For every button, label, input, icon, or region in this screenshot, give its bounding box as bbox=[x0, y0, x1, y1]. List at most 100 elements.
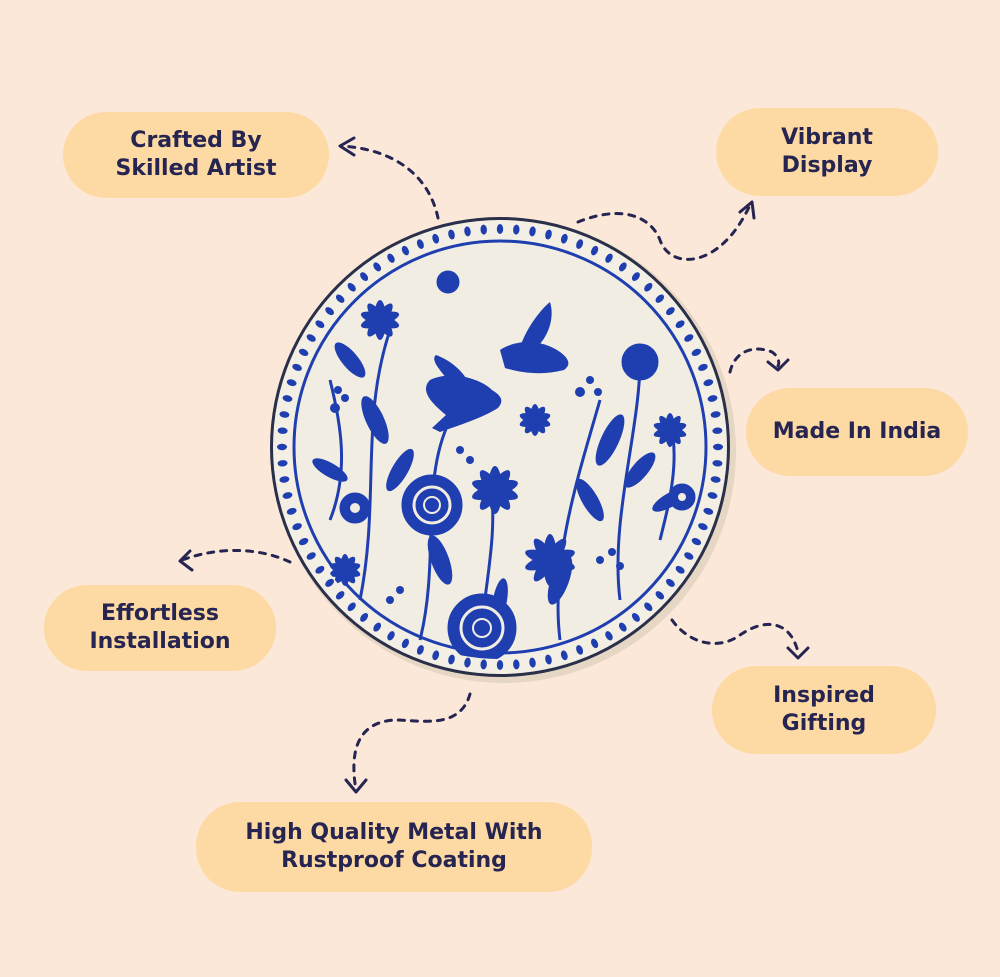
plate-border-dot bbox=[282, 492, 293, 499]
plate-border-dot bbox=[712, 460, 723, 467]
plate-border-dot bbox=[545, 654, 552, 665]
plate-border-dot bbox=[529, 657, 536, 668]
plate-border-dot bbox=[655, 294, 665, 303]
plate-dot-border bbox=[277, 224, 723, 670]
plate-border-dot bbox=[691, 537, 702, 546]
arrow-india-path bbox=[728, 347, 781, 374]
plate-border-dot bbox=[432, 650, 440, 661]
plate-border-dot bbox=[545, 229, 552, 240]
feature-label-line: Rustproof Coating bbox=[281, 848, 507, 873]
feature-inspired-gifting: Inspired Gifting bbox=[712, 666, 936, 754]
feature-label-line: Vibrant bbox=[781, 125, 873, 150]
feature-crafted-by-skilled-artist: Crafted By Skilled Artist bbox=[63, 112, 329, 198]
plate-border-dot bbox=[448, 229, 455, 240]
plate-border-dot bbox=[605, 631, 613, 641]
plate-border-dot bbox=[703, 507, 714, 515]
plate-border-dot bbox=[576, 645, 584, 655]
plate-border-dot bbox=[416, 239, 424, 249]
plate-border-dot bbox=[360, 272, 369, 281]
plate-border-dot bbox=[605, 253, 613, 263]
plate-border-dot bbox=[298, 537, 309, 546]
plate-border-dot bbox=[707, 492, 718, 499]
plate-border-dot bbox=[590, 638, 599, 649]
plate-border-dot bbox=[529, 226, 536, 237]
arrowhead-vibrant-icon bbox=[738, 200, 756, 220]
feature-label-line: Inspired bbox=[773, 683, 875, 708]
feature-label-line: High Quality Metal With bbox=[245, 820, 543, 845]
plate-border-dot bbox=[298, 348, 309, 357]
plate-border-dot bbox=[432, 233, 440, 244]
plate-border-dot bbox=[335, 294, 345, 303]
plate-border-dot bbox=[387, 253, 395, 263]
plate-border-dot bbox=[496, 660, 504, 670]
plate-border-dot bbox=[618, 622, 627, 632]
plate-border-dot bbox=[618, 262, 627, 272]
plate-border-dot bbox=[576, 239, 584, 249]
plate-border-dot bbox=[712, 427, 723, 434]
plate-border-dot bbox=[282, 395, 293, 402]
arrow-vibrant-path bbox=[576, 203, 752, 261]
plate-border-dot bbox=[279, 411, 290, 418]
plate-border-dot bbox=[590, 245, 599, 256]
floral-pattern bbox=[312, 270, 696, 659]
plate-border-dot bbox=[698, 363, 708, 371]
feature-label-line: Installation bbox=[89, 629, 231, 654]
plate-border-dot bbox=[480, 659, 487, 670]
plate-border-dot bbox=[560, 650, 568, 661]
plate-border-dot bbox=[325, 578, 334, 587]
arrowhead-india-icon bbox=[766, 358, 790, 372]
plate-border-dot bbox=[710, 411, 721, 418]
plate-border-dot bbox=[315, 320, 325, 329]
feature-label-line: Gifting bbox=[781, 711, 867, 736]
plate-border-dot bbox=[277, 443, 287, 451]
feature-label-line: Crafted By bbox=[130, 128, 262, 153]
plate-border-dot bbox=[675, 565, 685, 574]
arrow-gifting-path bbox=[670, 618, 800, 654]
plate-border-dot bbox=[464, 226, 471, 237]
feature-label-line: Skilled Artist bbox=[115, 156, 277, 181]
plate-border-dot bbox=[387, 631, 395, 641]
plate-border-dot bbox=[513, 224, 520, 235]
plate-border-dot bbox=[631, 272, 640, 281]
plate-border-dot bbox=[347, 282, 356, 292]
arrow-metal-path bbox=[352, 692, 472, 792]
plate-border-dot bbox=[373, 622, 382, 632]
arrowhead-crafted-icon bbox=[338, 136, 356, 157]
feature-vibrant-display: Vibrant Display bbox=[716, 108, 938, 196]
feature-label-line: Effortless bbox=[101, 601, 219, 626]
plate-border-dot bbox=[292, 523, 302, 531]
plate-border-dot bbox=[631, 613, 640, 622]
arrowhead-metal-icon bbox=[344, 778, 368, 794]
plate-border-dot bbox=[713, 443, 723, 451]
plate-border-dot bbox=[496, 224, 504, 234]
feature-effortless-installation: Effortless Installation bbox=[44, 585, 276, 671]
bird-icon bbox=[425, 302, 569, 432]
plate-border-dot bbox=[691, 348, 702, 357]
plate-border-dot bbox=[286, 379, 297, 387]
plate-border-dot bbox=[401, 245, 410, 256]
plate-border-dot bbox=[360, 613, 369, 622]
plate-border-dot bbox=[286, 507, 297, 515]
feature-high-quality-metal: High Quality Metal With Rustproof Coatin… bbox=[196, 802, 592, 892]
plate-border-dot bbox=[684, 552, 694, 560]
plate-border-dot bbox=[703, 379, 714, 387]
plate-border-dot bbox=[306, 334, 316, 342]
feature-label-line: Made In India bbox=[772, 419, 942, 444]
plate-border-dot bbox=[315, 565, 325, 574]
plate-border-dot bbox=[401, 638, 410, 649]
plate-border-dot bbox=[513, 659, 520, 670]
plate-border-dot bbox=[707, 395, 718, 402]
arrowhead-gifting-icon bbox=[786, 646, 810, 660]
plate-border-dot bbox=[279, 476, 290, 483]
arrow-crafted-path bbox=[340, 144, 440, 220]
plate-border-dot bbox=[480, 224, 487, 235]
plate-border-dot bbox=[655, 591, 665, 600]
plate-border-dot bbox=[292, 363, 302, 371]
plate-border-dot bbox=[644, 282, 653, 292]
plate-border-dot bbox=[277, 427, 288, 434]
plate-border-dot bbox=[684, 334, 694, 342]
plate-border-dot bbox=[347, 602, 356, 612]
